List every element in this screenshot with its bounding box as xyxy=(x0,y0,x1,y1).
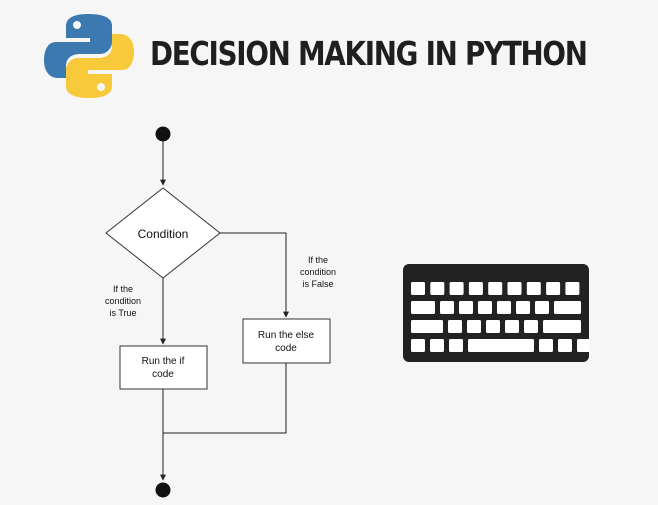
keyboard-key xyxy=(507,282,522,295)
keyboard-key xyxy=(543,320,581,333)
false-branch-label-line-2: condition xyxy=(300,267,336,277)
keyboard-key xyxy=(411,301,435,314)
keyboard-key xyxy=(440,301,454,314)
keyboard-key xyxy=(505,320,519,333)
keyboard-key xyxy=(459,301,473,314)
else-code-box xyxy=(242,318,331,364)
keyboard-key xyxy=(524,320,538,333)
else-box-label-line-1: Run the else xyxy=(258,330,315,341)
keyboard-key xyxy=(526,282,541,295)
else-box-label-line-2: code xyxy=(275,343,297,354)
false-branch-label-line-1: If the xyxy=(308,255,328,265)
false-branch-arrow xyxy=(220,232,289,318)
keyboard-key xyxy=(411,320,443,333)
false-branch-label-line-3: is False xyxy=(302,279,333,289)
keyboard-key xyxy=(448,320,462,333)
true-branch-label-line-1: If the xyxy=(113,284,133,294)
keyboard-key xyxy=(577,339,589,352)
keyboard-key xyxy=(430,339,444,352)
python-logo-icon xyxy=(44,14,134,98)
keyboard-key xyxy=(478,301,492,314)
if-box-label-line-2: code xyxy=(152,369,174,380)
keyboard-key xyxy=(565,282,580,295)
end-node xyxy=(155,482,171,498)
keyboard-key xyxy=(535,301,549,314)
keyboard-key xyxy=(467,320,481,333)
if-code-box xyxy=(119,345,208,390)
keyboard-key xyxy=(468,282,483,295)
else-merge-line xyxy=(163,363,287,434)
keyboard-key xyxy=(516,301,530,314)
keyboard-icon xyxy=(403,264,589,362)
keyboard-key xyxy=(411,339,425,352)
if-box-label-line-1: Run the if xyxy=(142,356,185,367)
keyboard-key xyxy=(558,339,572,352)
keyboard-key xyxy=(449,282,464,295)
start-node xyxy=(155,126,171,142)
keyboard-key xyxy=(468,339,534,352)
keyboard-key xyxy=(449,339,463,352)
keyboard-key xyxy=(497,301,511,314)
keyboard-key xyxy=(488,282,503,295)
true-branch-label-line-3: is True xyxy=(109,308,136,318)
page-title: DECISION MAKING IN PYTHON xyxy=(150,34,588,73)
keyboard-key xyxy=(411,282,425,295)
keyboard-key xyxy=(430,282,445,295)
keyboard-key xyxy=(546,282,561,295)
keyboard-key xyxy=(554,301,581,314)
header: DECISION MAKING IN PYTHON xyxy=(0,0,658,110)
keyboard-key xyxy=(539,339,553,352)
keyboard-key xyxy=(486,320,500,333)
condition-label: Condition xyxy=(138,227,189,241)
true-branch-label-line-2: condition xyxy=(105,296,141,306)
